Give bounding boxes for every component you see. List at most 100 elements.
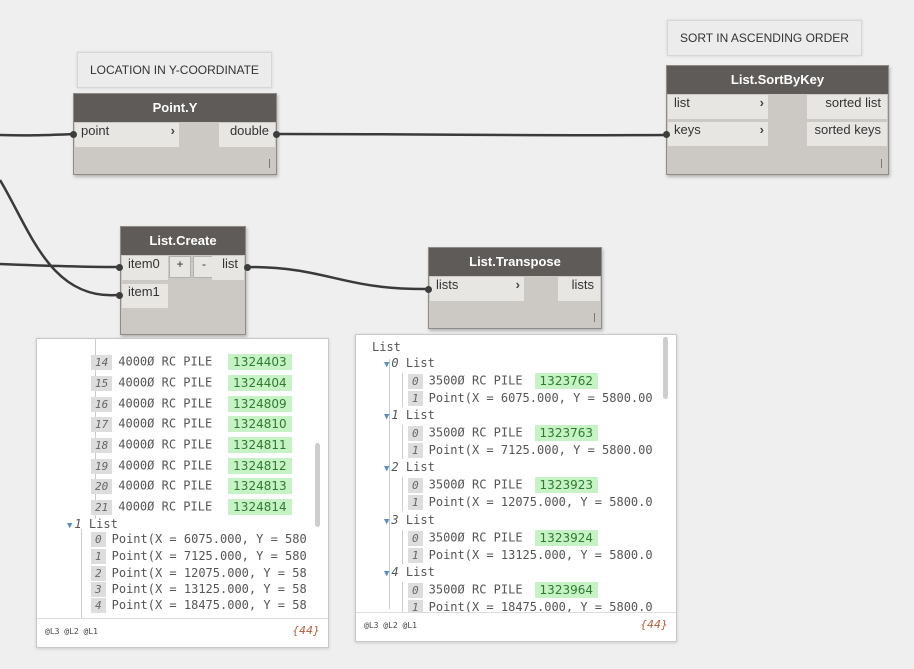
tree-guide (81, 529, 82, 619)
item-index: 19 (91, 458, 113, 474)
input-port-lists[interactable]: lists › (430, 277, 524, 301)
sublist-header[interactable]: ▼3 List (384, 513, 435, 531)
sublist-header[interactable]: ▼1 List (384, 408, 435, 426)
item-index: 20 (91, 478, 113, 494)
item-value: 1324810 (228, 416, 292, 432)
list-sortbykey-node[interactable]: List.SortByKey list › keys › sorted list… (666, 65, 889, 175)
item-label: 3500Ø RC PILE (428, 582, 523, 597)
item-index: 17 (91, 416, 113, 432)
item-label: 4000Ø RC PILE (118, 416, 213, 431)
group-index: 1 (74, 517, 82, 531)
item-value: 1324813 (228, 478, 292, 494)
wire-into-item0[interactable] (0, 262, 119, 269)
vertical-scrollbar[interactable] (315, 443, 320, 527)
resize-handle-icon[interactable] (594, 313, 595, 322)
group-label: List (405, 460, 435, 474)
input-port-item0[interactable]: item0 (122, 256, 168, 280)
collapse-triangle-icon[interactable]: ▼ (384, 464, 390, 474)
item-text: Point(X = 7125.000, Y = 580 (111, 549, 307, 563)
group-label: List (405, 513, 435, 527)
sublist-header[interactable]: ▼0 List (384, 356, 435, 374)
port-dot[interactable] (116, 292, 123, 299)
input-port-point[interactable]: point › (75, 123, 179, 147)
item-label: 4000Ø RC PILE (118, 354, 213, 369)
point-y-node[interactable]: Point.Y point › double (73, 93, 277, 175)
item-index: 0 (408, 477, 423, 493)
sublist-header[interactable]: ▼4 List (384, 565, 435, 583)
tree-guide (402, 582, 403, 612)
port-label: item0 (128, 256, 160, 271)
collapse-triangle-icon[interactable]: ▼ (67, 521, 73, 531)
resize-handle-icon[interactable] (881, 159, 882, 168)
wire-into-point-y[interactable] (0, 132, 77, 137)
item-count: {44} (292, 624, 320, 637)
port-dot[interactable] (273, 131, 280, 138)
list-item: 1 Point(X = 6075.000, Y = 5800.00 (408, 391, 653, 409)
collapse-triangle-icon[interactable]: ▼ (384, 412, 390, 422)
item-value: 1324403 (228, 354, 292, 370)
wire-list-to-transpose[interactable] (246, 265, 431, 291)
node-title[interactable]: Point.Y (74, 94, 276, 122)
output-port-double[interactable]: double (219, 123, 275, 147)
group-index: 4 (391, 565, 399, 579)
item-label: 3500Ø RC PILE (428, 477, 523, 492)
input-port-keys[interactable]: keys › (668, 122, 768, 146)
input-port-list[interactable]: list › (668, 95, 768, 119)
item-value: 1323923 (534, 477, 598, 493)
node-title[interactable]: List.Create (121, 227, 245, 255)
sublist-header[interactable]: ▼1 List (67, 517, 118, 535)
list-create-node[interactable]: List.Create item0 item1 + - list (120, 226, 246, 335)
collapse-triangle-icon[interactable]: ▼ (384, 517, 390, 527)
input-port-item1[interactable]: item1 (122, 284, 168, 308)
preview-footer: @L3 @L2 @L1 {44} (37, 618, 328, 647)
list-transpose-node[interactable]: List.Transpose lists › lists (428, 247, 602, 329)
port-dot[interactable] (244, 264, 251, 271)
wire-into-item1[interactable] (0, 179, 119, 297)
list-levels[interactable]: @L3 @L2 @L1 (364, 621, 417, 630)
node-title[interactable]: List.Transpose (429, 248, 601, 276)
port-dot[interactable] (116, 264, 123, 271)
note-location-y[interactable]: LOCATION IN Y-COORDINATE (77, 52, 272, 88)
collapse-triangle-icon[interactable]: ▼ (384, 360, 390, 370)
add-input-button[interactable]: + (169, 256, 191, 278)
item-text: Point(X = 6075.000, Y = 5800.00 (428, 391, 653, 405)
item-index: 1 (408, 443, 423, 458)
collapse-triangle-icon[interactable]: ▼ (384, 569, 390, 579)
sublist-header[interactable]: ▼2 List (384, 460, 435, 478)
note-sort-ascending[interactable]: SORT IN ASCENDING ORDER (667, 20, 862, 56)
group-label: List (405, 356, 435, 370)
output-port-sorted-list[interactable]: sorted list (807, 95, 887, 119)
vertical-scrollbar[interactable] (663, 337, 668, 399)
list-levels[interactable]: @L3 @L2 @L1 (45, 627, 98, 636)
port-dot[interactable] (425, 286, 432, 293)
resize-handle-icon[interactable] (269, 159, 270, 168)
item-index: 1 (408, 391, 423, 406)
item-label: 4000Ø RC PILE (118, 437, 213, 452)
item-label: 3500Ø RC PILE (428, 530, 523, 545)
item-index: 0 (408, 425, 423, 441)
item-text: Point(X = 12075.000, Y = 58 (111, 566, 307, 580)
output-port-sorted-keys[interactable]: sorted keys (807, 122, 887, 146)
wire-point-y-to-sortbykey[interactable] (276, 132, 668, 137)
item-index: 2 (91, 566, 106, 581)
output-port-lists[interactable]: lists (558, 277, 600, 301)
node-title[interactable]: List.SortByKey (667, 66, 888, 94)
tree-guide (402, 477, 403, 511)
output-port-list[interactable]: list (212, 256, 244, 280)
port-dot[interactable] (70, 131, 77, 138)
group-index: 3 (391, 513, 399, 527)
tree-guide (402, 530, 403, 564)
group-label: List (88, 517, 118, 531)
port-dot[interactable] (663, 131, 670, 138)
